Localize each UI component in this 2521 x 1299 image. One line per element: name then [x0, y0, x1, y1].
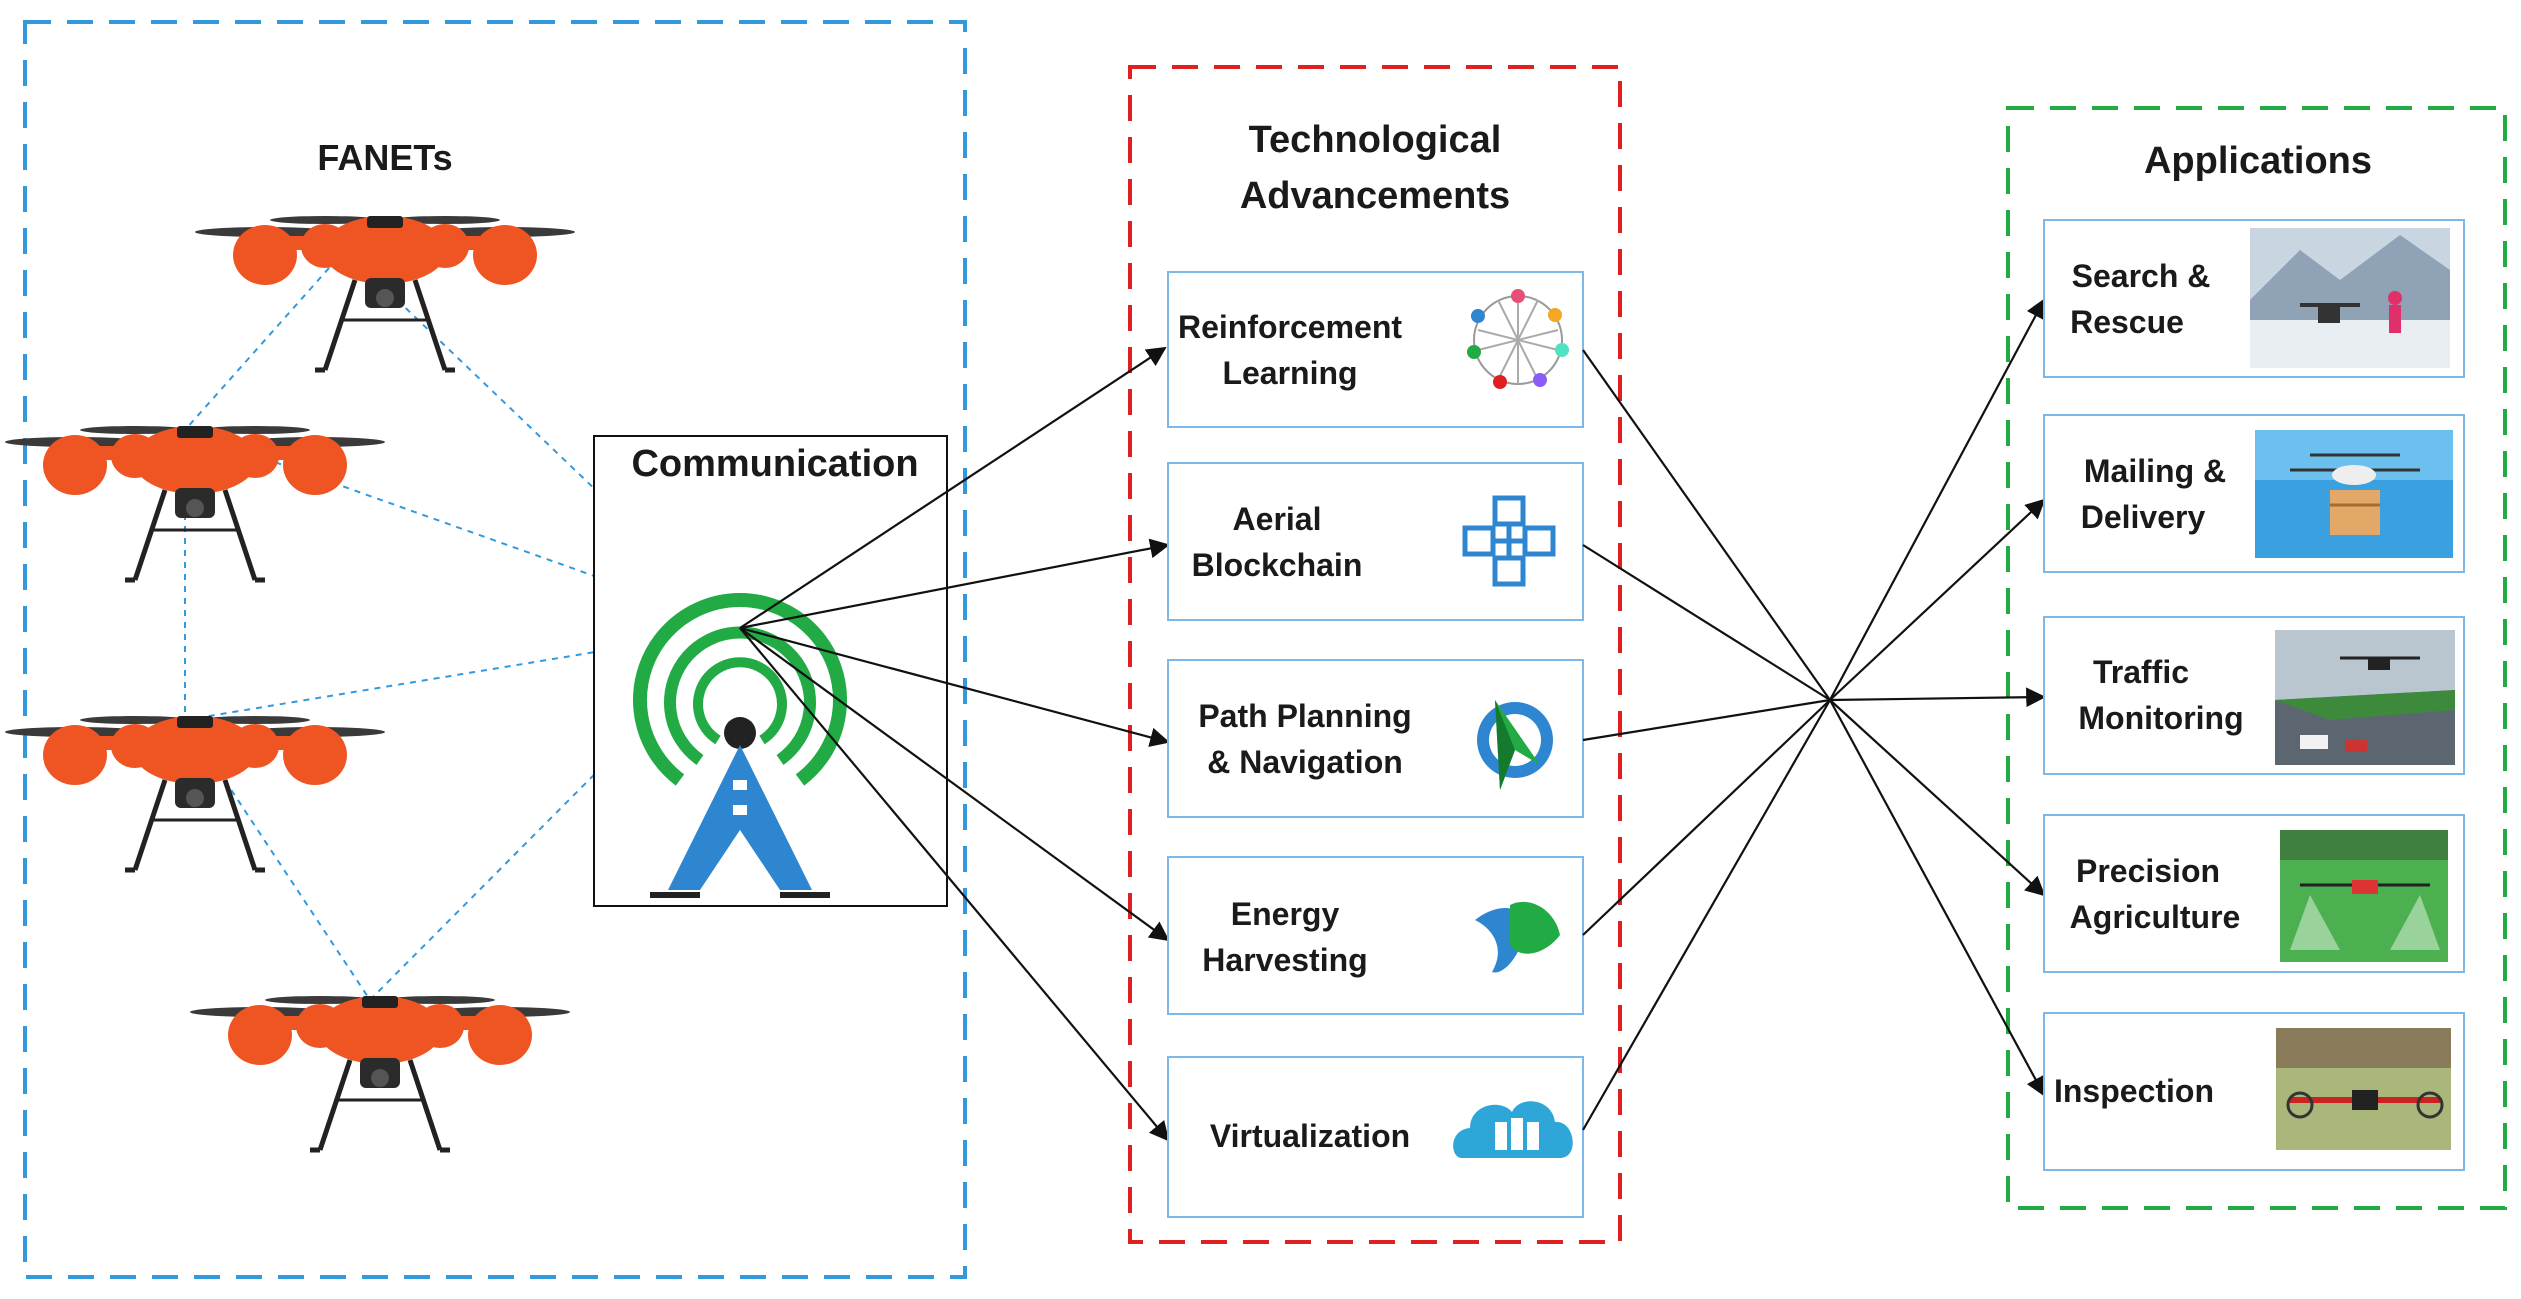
applications-title: Applications [2144, 140, 2372, 182]
communication-title: Communication [631, 443, 918, 485]
inspection-drone-photo [2276, 1028, 2451, 1150]
tower-arrows [739, 346, 1170, 1142]
tech-item-path-planning: Path Planning & Navigation [1167, 659, 1584, 818]
drone-1 [195, 216, 575, 370]
app-item-inspection: Inspection [2043, 1012, 2465, 1171]
tech-frame [1128, 65, 1622, 1244]
svg-text:Aerial: Aerial [1233, 501, 1322, 537]
svg-text:Agriculture: Agriculture [2070, 899, 2241, 935]
svg-text:Path Planning: Path Planning [1198, 698, 1411, 734]
delivery-drone-photo [2255, 430, 2453, 558]
cloud-server-icon [1453, 1101, 1573, 1158]
tech-to-hub-lines [1582, 349, 1831, 1131]
svg-text:Search &: Search & [2072, 258, 2211, 294]
cell-tower-icon [633, 593, 847, 898]
blockchain-cubes-icon [1462, 495, 1556, 587]
neural-network-icon [1467, 289, 1569, 389]
tech-item-energy-harvesting: Energy Harvesting [1167, 856, 1584, 1015]
drone-4 [190, 996, 570, 1150]
traffic-drone-photo [2275, 630, 2455, 765]
app-item-precision-agriculture: Precision Agriculture [2043, 814, 2465, 973]
svg-text:Monitoring: Monitoring [2078, 700, 2243, 736]
svg-text:Blockchain: Blockchain [1192, 547, 1363, 583]
energy-leaves-icon [1475, 901, 1560, 973]
svg-text:Virtualization: Virtualization [1210, 1118, 1410, 1154]
svg-text:Traffic: Traffic [2093, 654, 2189, 690]
svg-text:Mailing &: Mailing & [2084, 453, 2226, 489]
drone-3 [5, 716, 385, 870]
tech-title-line2: Advancements [1240, 175, 1510, 217]
tech-item-reinforcement-learning: Reinforcement Learning [1167, 271, 1584, 428]
tech-title-line1: Technological [1249, 119, 1502, 161]
navigation-arrow-icon [1477, 700, 1553, 790]
svg-text:Energy: Energy [1231, 896, 1340, 932]
svg-text:Precision: Precision [2076, 853, 2220, 889]
svg-text:& Navigation: & Navigation [1207, 744, 1403, 780]
tech-item-aerial-blockchain: Aerial Blockchain [1167, 462, 1584, 621]
agriculture-drone-photo [2280, 830, 2448, 962]
hub-to-app-arrows [1829, 298, 2046, 1097]
svg-text:Inspection: Inspection [2054, 1073, 2214, 1109]
fanets-frame [23, 20, 967, 1279]
svg-text:Learning: Learning [1222, 355, 1357, 391]
app-item-mailing-delivery: Mailing & Delivery [2043, 414, 2465, 573]
search-rescue-photo [2250, 228, 2450, 368]
svg-text:Reinforcement: Reinforcement [1178, 309, 1402, 345]
svg-text:Harvesting: Harvesting [1202, 942, 1367, 978]
drone-2 [5, 426, 385, 580]
app-item-search-rescue: Search & Rescue [2043, 219, 2465, 378]
svg-text:Rescue: Rescue [2070, 304, 2184, 340]
fanets-title: FANETs [317, 137, 452, 178]
tech-item-virtualization: Virtualization [1167, 1056, 1584, 1218]
app-item-traffic-monitoring: Traffic Monitoring [2043, 616, 2465, 775]
svg-text:Delivery: Delivery [2081, 499, 2206, 535]
